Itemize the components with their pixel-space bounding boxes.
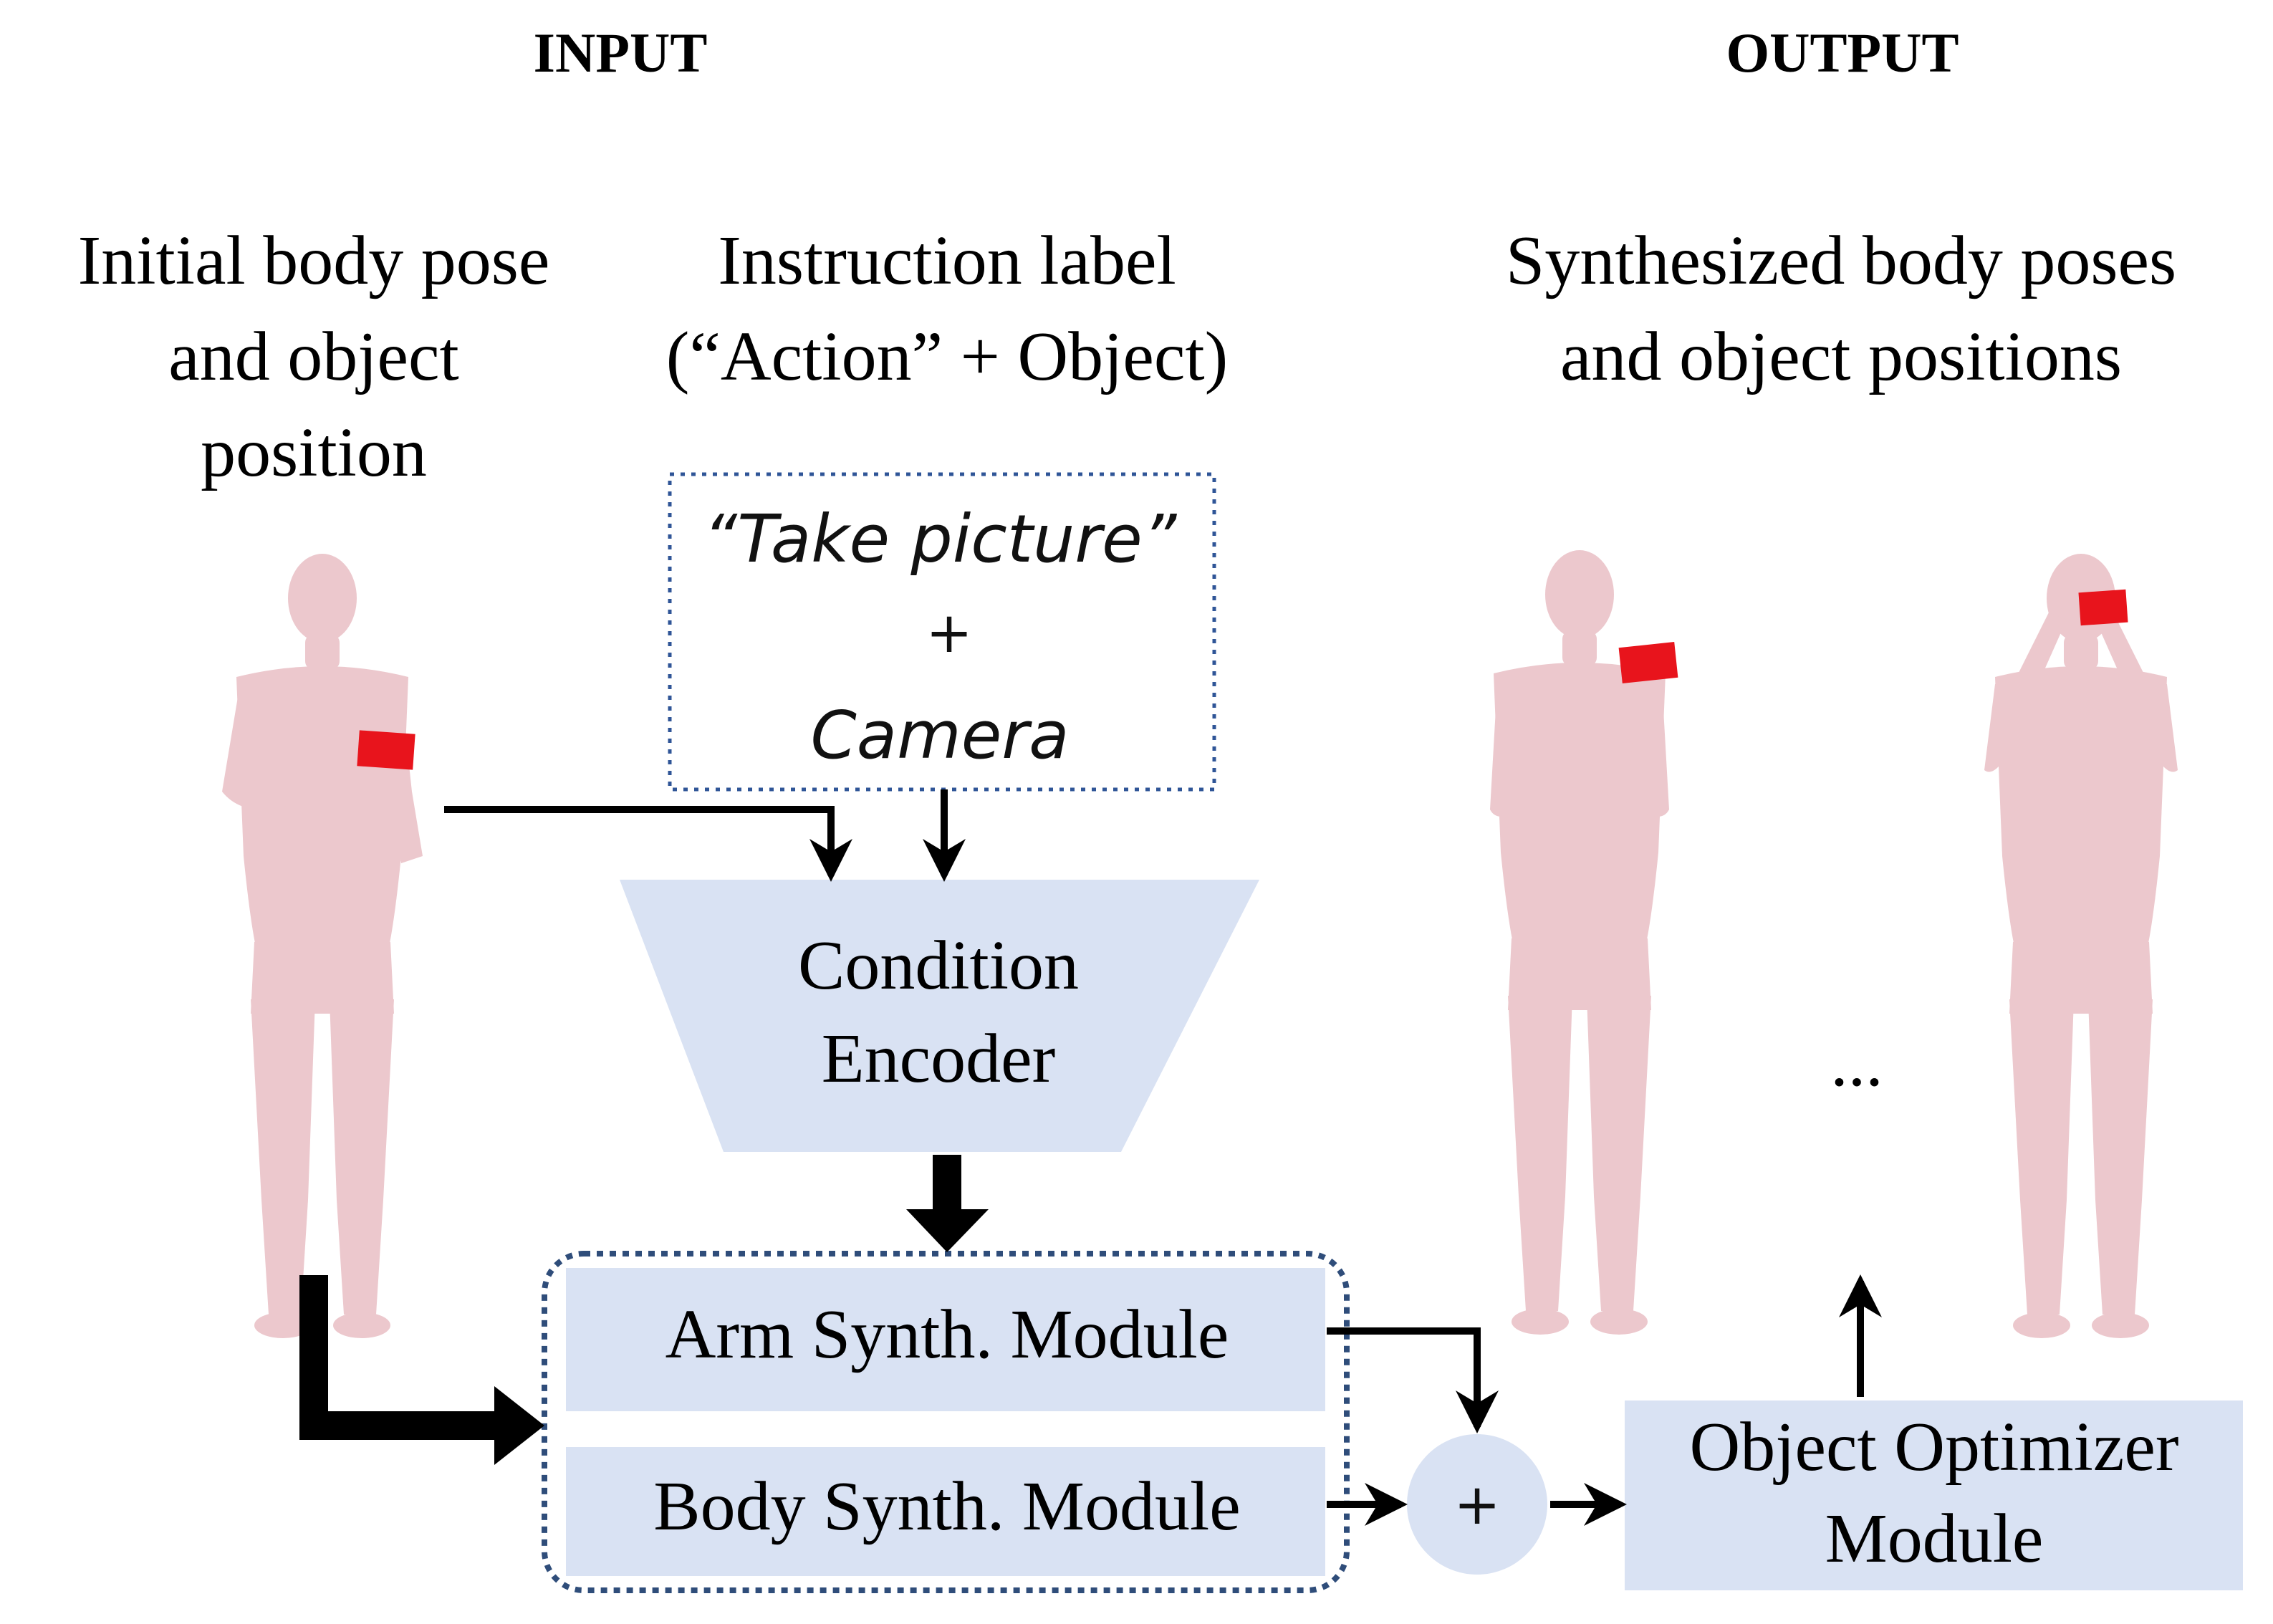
optimizer-label-line1: Object Optimizer xyxy=(1689,1408,2178,1486)
output-human-figure-2 xyxy=(1984,554,2178,1338)
input-label-line3: position xyxy=(201,414,427,491)
synth-modules-container xyxy=(542,1251,1350,1593)
instruction-label-line1: Instruction label xyxy=(718,222,1176,299)
output-label-line2: and object positions xyxy=(1560,318,2122,395)
arrowhead-pose-to-modules xyxy=(494,1386,544,1465)
arrowhead-encoder-to-modules xyxy=(906,1209,989,1252)
sum-symbol: + xyxy=(1453,1473,1500,1537)
encoder-label-line2: Encoder xyxy=(822,1020,1056,1097)
input-header: INPUT xyxy=(534,21,708,84)
input-human-figure xyxy=(222,554,423,1338)
optimizer-label-line2: Module xyxy=(1825,1500,2044,1577)
instruction-plus: + xyxy=(926,601,972,666)
ellipsis: ... xyxy=(1830,1024,1883,1101)
input-camera-object xyxy=(357,730,415,770)
instruction-label-line2: (“Action” + Object) xyxy=(666,318,1228,395)
output-camera-object-1 xyxy=(1618,642,1678,683)
instruction-action: “Take picture” xyxy=(703,501,1178,577)
body-synth-module-block xyxy=(566,1447,1325,1576)
instruction-object: Camera xyxy=(810,697,1069,774)
output-label-line1: Synthesized body poses xyxy=(1506,222,2176,299)
object-optimizer-module-block xyxy=(1625,1400,2243,1590)
input-label-line1: Initial body pose xyxy=(78,222,550,299)
input-label-line2: and object xyxy=(168,318,458,395)
output-human-figure-1 xyxy=(1490,550,1669,1335)
output-header: OUTPUT xyxy=(1726,21,1959,84)
encoder-label-line1: Condition xyxy=(798,927,1079,1004)
arrow-pose-to-encoder xyxy=(444,806,852,882)
sum-node xyxy=(1407,1434,1547,1575)
condition-encoder-block xyxy=(620,880,1259,1152)
arrow-arm-to-sum xyxy=(1327,1327,1499,1433)
body-synth-module-label: Body Synth. Module xyxy=(653,1468,1240,1545)
arm-synth-module-label: Arm Synth. Module xyxy=(665,1296,1229,1373)
arrows xyxy=(299,789,1882,1526)
arm-synth-module-block xyxy=(566,1268,1325,1411)
output-camera-object-2 xyxy=(2078,589,2128,626)
arrow-pose-to-modules xyxy=(299,1275,501,1440)
